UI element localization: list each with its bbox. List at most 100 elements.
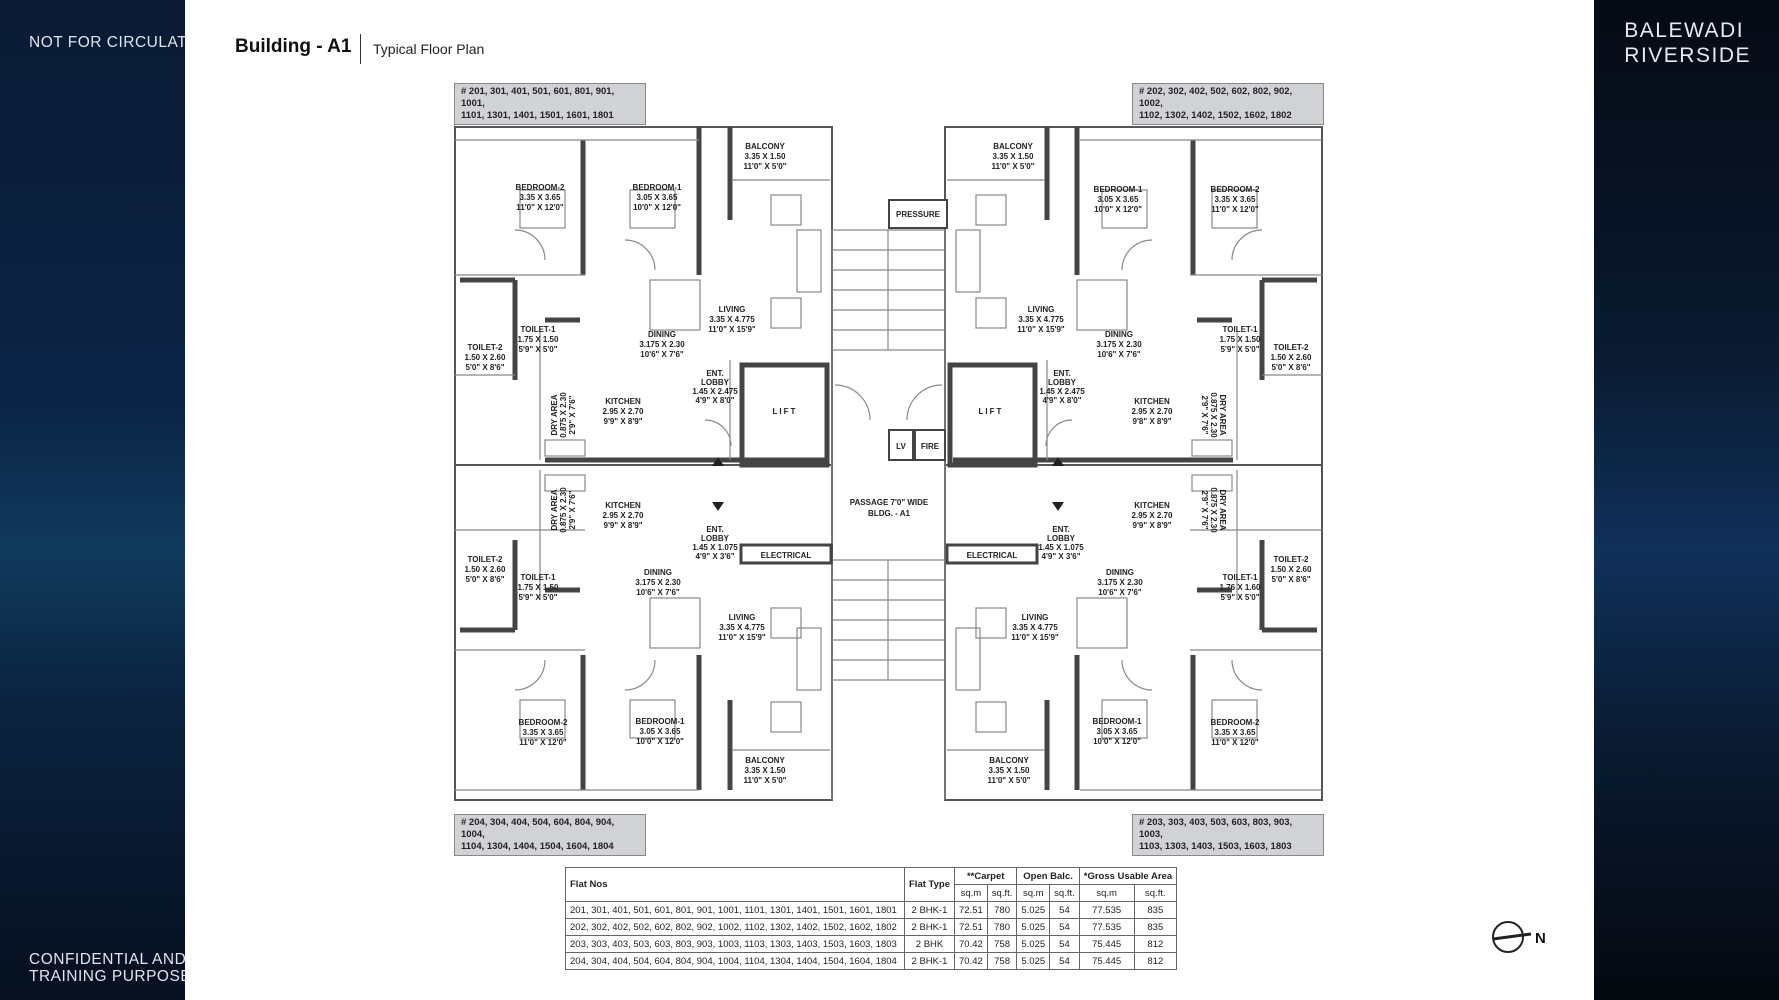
room-dim: 3.35 X 3.65 xyxy=(1215,195,1256,204)
room-dim: 4'9" X 3'6" xyxy=(696,552,735,561)
table-cell: 2 BHK xyxy=(904,935,955,953)
svg-text:DRY AREA0.875 X 2.302'9" X 7'6: DRY AREA0.875 X 2.302'9" X 7'6" xyxy=(550,487,577,533)
room-dim: 3.35 X 4.775 xyxy=(1012,623,1058,632)
lift-shaft-left xyxy=(739,362,830,468)
svg-text:TOILET-11.75 X 1.505'9" X 5'0": TOILET-11.75 X 1.505'9" X 5'0" xyxy=(518,573,559,602)
table-cell: 203, 303, 403, 503, 603, 803, 903, 1003,… xyxy=(565,935,905,953)
room-dim: 5'0" X 8'6" xyxy=(1272,575,1311,584)
room-dim: 11'0" X 5'0" xyxy=(992,162,1035,171)
room-label: DINING xyxy=(644,568,672,577)
room-dim: 2.95 X 2.70 xyxy=(1132,407,1173,416)
table-cell: 758 xyxy=(986,952,1018,970)
watermark-bottom-line1: CONFIDENTIAL AND xyxy=(29,951,185,968)
room-dim: 3.175 X 2.30 xyxy=(635,578,681,587)
room-label: KITCHEN xyxy=(605,501,641,510)
table-cell: 2 BHK-1 xyxy=(904,918,955,936)
room-dim: 3.35 X 1.50 xyxy=(745,152,786,161)
room-dim: 0.875 X 2.30 xyxy=(559,487,568,533)
room-label: BALCONY xyxy=(745,756,785,765)
room-dim: 2'9" X 7'6" xyxy=(1200,396,1209,435)
room-label: LIVING xyxy=(1022,613,1049,622)
room-label: BEDROOM-2 xyxy=(1211,718,1260,727)
table-cell: 70.42 xyxy=(954,935,988,953)
room-dim: 1.50 X 2.60 xyxy=(465,565,506,574)
room-label: BALCONY xyxy=(989,756,1029,765)
flat-tag-bottom-right: # 203, 303, 403, 503, 603, 803, 903, 100… xyxy=(1132,814,1324,856)
room-dim: 4'9" X 8'0" xyxy=(696,396,735,405)
room-dim: 1.75 X 1.50 xyxy=(518,335,559,344)
room-dim: 5'9" X 5'0" xyxy=(1221,345,1260,354)
room-label: TOILET-2 xyxy=(1274,343,1310,352)
room-dim: 1.50 X 2.60 xyxy=(465,353,506,362)
room-dim: 3.05 X 3.65 xyxy=(1097,727,1138,736)
passage-building-label: BLDG. - A1 xyxy=(868,509,910,518)
svg-text:TOILET-21.50 X 2.605'0" X 8'6": TOILET-21.50 X 2.605'0" X 8'6" xyxy=(465,555,506,584)
svg-text:TOILET-21.50 X 2.605'0" X 8'6": TOILET-21.50 X 2.605'0" X 8'6" xyxy=(1271,555,1312,584)
brand-line2: RIVERSIDE xyxy=(1624,44,1751,67)
right-background-panel: BALEWADI RIVERSIDE xyxy=(1594,0,1779,1000)
room-label: TOILET-1 xyxy=(1223,325,1259,334)
table-cell: 835 xyxy=(1133,918,1178,936)
room-label: LIVING xyxy=(1028,305,1055,314)
room-dim: 3.35 X 3.65 xyxy=(1215,728,1256,737)
table-cell: 204, 304, 404, 504, 604, 804, 904, 1004,… xyxy=(565,952,905,970)
room-dim: 10'0" X 12'0" xyxy=(1094,205,1142,214)
table-header-row: Flat Nos Flat Type **Carpet Open Balc. *… xyxy=(565,867,1178,902)
table-row: 204, 304, 404, 504, 604, 804, 904, 1004,… xyxy=(565,952,1178,970)
room-dim: 2'9" X 7'6" xyxy=(568,395,577,434)
brand-logo-text: BALEWADI RIVERSIDE xyxy=(1624,18,1751,68)
table-cell: 812 xyxy=(1133,935,1178,953)
compass-north-label: N xyxy=(1535,930,1546,947)
room-dim: 1.75 X 1.50 xyxy=(518,583,559,592)
flat-tag-line: 1102, 1302, 1402, 1502, 1602, 1802 xyxy=(1139,110,1292,121)
svg-text:TOILET-21.50 X 2.605'0" X 8'6": TOILET-21.50 X 2.605'0" X 8'6" xyxy=(465,343,506,372)
table-cell: 54 xyxy=(1049,952,1080,970)
room-label: ENT. xyxy=(706,525,723,534)
room-label: KITCHEN xyxy=(605,397,641,406)
room-dim: 1.75 X 1.50 xyxy=(1220,335,1261,344)
svg-text:DRY AREA0.875 X 2.302'9" X 7'6: DRY AREA0.875 X 2.302'9" X 7'6" xyxy=(1200,392,1227,438)
room-dim: 0.875 X 2.30 xyxy=(559,392,568,438)
room-label: BALCONY xyxy=(993,142,1033,151)
col-flat-nos: Flat Nos xyxy=(565,867,905,902)
svg-text:TOILET-11.76 X 1.605'9" X 5'0": TOILET-11.76 X 1.605'9" X 5'0" xyxy=(1220,573,1261,602)
table-cell: 54 xyxy=(1049,935,1080,953)
room-dim: 10'6" X 7'6" xyxy=(1098,588,1142,597)
table-cell: 835 xyxy=(1133,901,1178,919)
table-cell: 5.025 xyxy=(1016,952,1051,970)
room-dim: 1.45 X 1.075 xyxy=(692,543,738,552)
table-cell: 54 xyxy=(1049,918,1080,936)
table-cell: 75.445 xyxy=(1078,935,1135,953)
room-label: BEDROOM-1 xyxy=(636,717,685,726)
room-dim: 3.175 X 2.30 xyxy=(1097,578,1143,587)
room-label: ENT. xyxy=(1053,369,1070,378)
north-compass-icon: N xyxy=(1492,921,1546,953)
flat-tag-line: # 204, 304, 404, 504, 604, 804, 904, 100… xyxy=(461,817,615,840)
room-label: LOBBY xyxy=(701,534,730,543)
electrical-label-right: ELECTRICAL xyxy=(967,551,1018,560)
table-cell: 780 xyxy=(986,901,1018,919)
table-cell: 201, 301, 401, 501, 601, 801, 901, 1001,… xyxy=(565,901,905,919)
room-label: TOILET-1 xyxy=(521,325,557,334)
lv-label: LV xyxy=(896,442,906,451)
room-dim: 11'0" X 12'0" xyxy=(1211,205,1259,214)
room-label: TOILET-1 xyxy=(1223,573,1259,582)
flat-tag-line: 1103, 1303, 1403, 1503, 1603, 1803 xyxy=(1139,841,1292,852)
room-dim: 5'0" X 8'6" xyxy=(466,575,505,584)
table-cell: 72.51 xyxy=(954,918,988,936)
room-label: TOILET-2 xyxy=(1274,555,1310,564)
room-dim: 3.05 X 3.65 xyxy=(1098,195,1139,204)
building-title: Building - A1 xyxy=(235,36,352,57)
